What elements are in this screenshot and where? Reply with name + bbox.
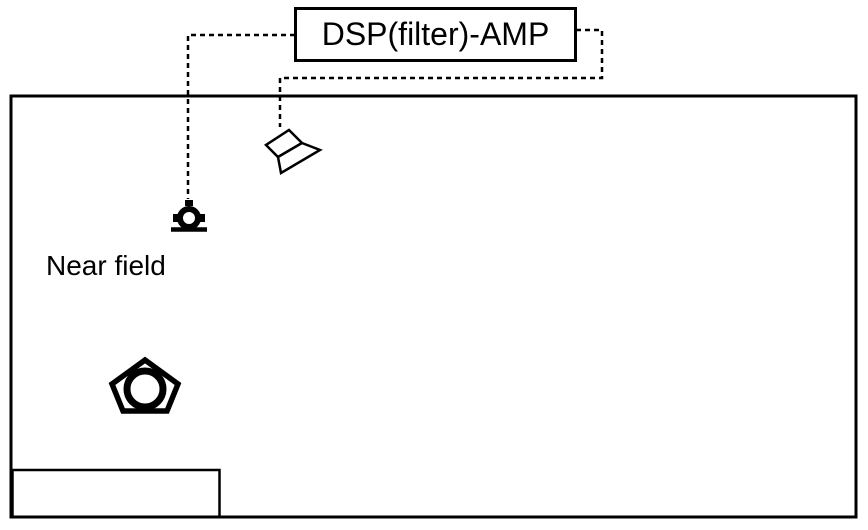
microphone-top-nub (185, 200, 193, 206)
microphone-left-tab (173, 214, 179, 222)
pentagon-inner-circle (123, 367, 167, 411)
microphone-right-tab (199, 214, 205, 222)
room-outline (9, 94, 858, 519)
dsp-amp-label: DSP(filter)-AMP (321, 16, 550, 52)
speaker-horn-shape (276, 141, 323, 175)
inner-rectangle (11, 468, 221, 519)
mic-cable-dashed-line (186, 33, 295, 199)
horn-speaker-icon (264, 128, 323, 175)
measurement-microphone-icon (171, 200, 207, 232)
dsp-amp-box: DSP(filter)-AMP (294, 7, 577, 62)
pentagon-circle-marker-icon (108, 356, 182, 414)
pentagon-outline (108, 356, 182, 414)
near-field-label: Near field (46, 250, 166, 281)
speaker-cable-dashed-line (278, 28, 604, 127)
microphone-ring (177, 206, 201, 230)
